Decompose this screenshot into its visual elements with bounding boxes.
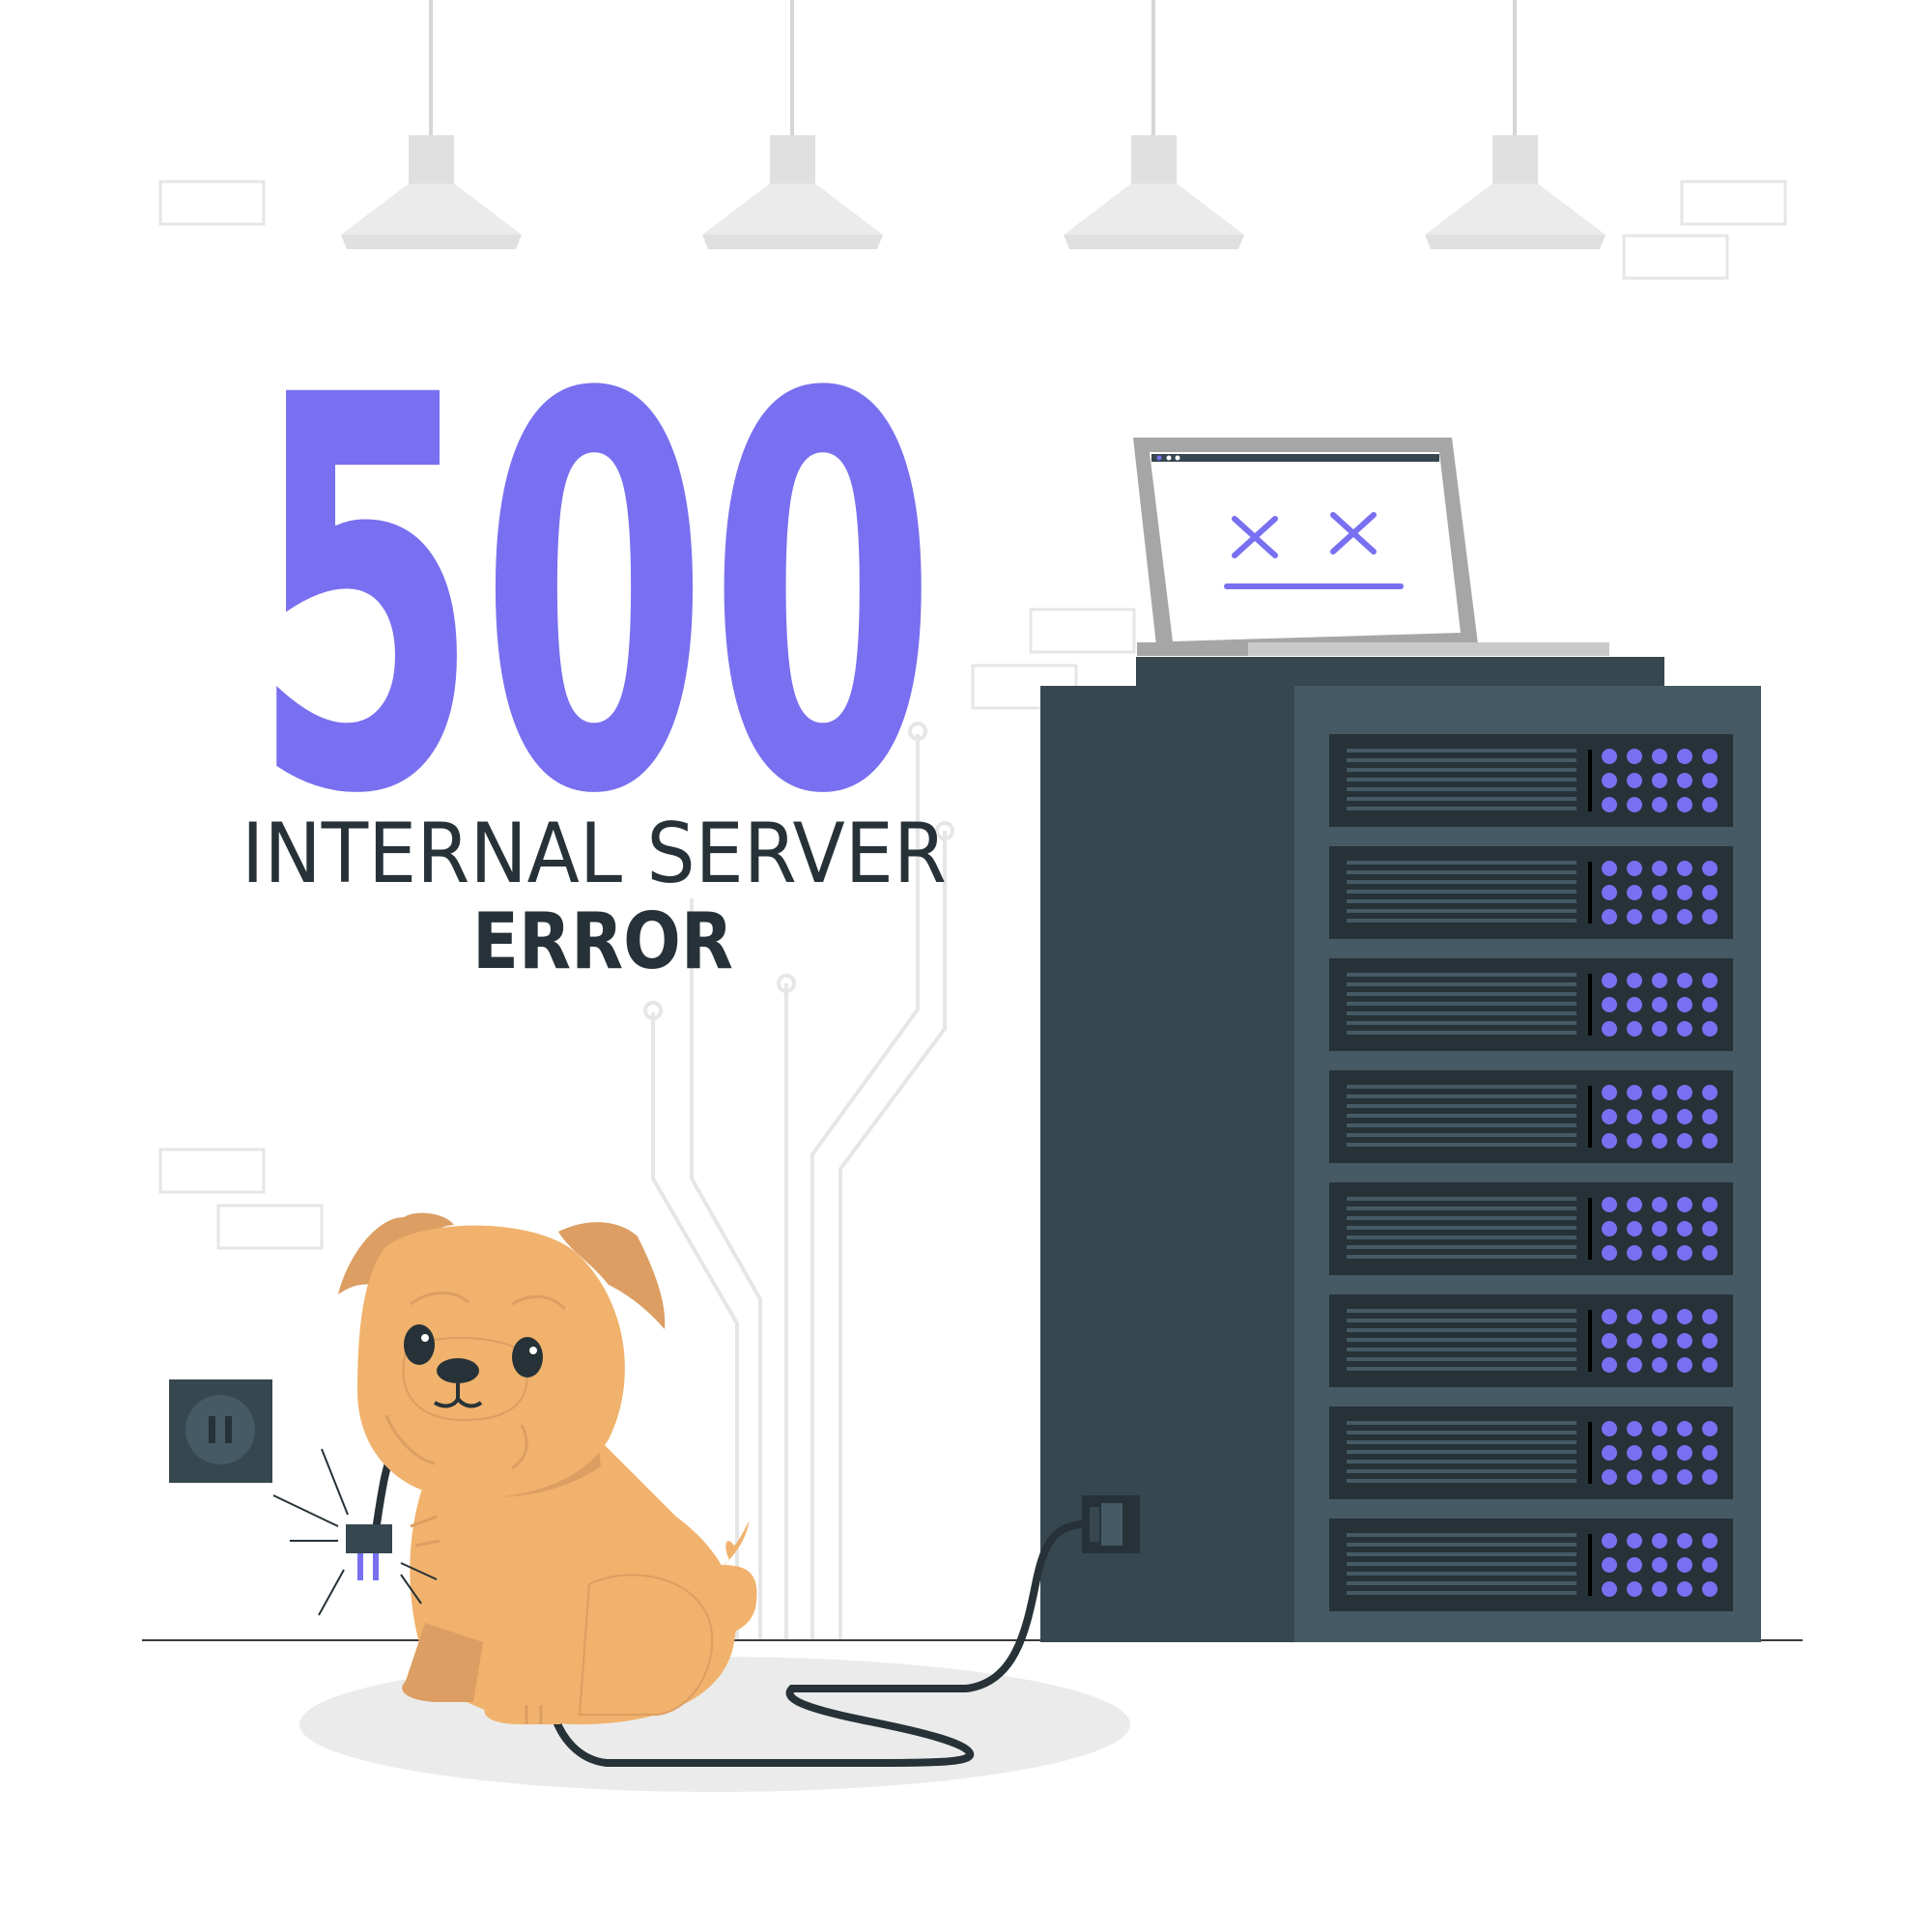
ceiling-lamp: [1064, 0, 1244, 249]
server-status-lights: [1602, 749, 1718, 812]
power-socket-icon: [169, 1379, 272, 1483]
server-unit: [1329, 1519, 1733, 1611]
error-code: 500: [251, 283, 937, 913]
server-status-lights: [1602, 973, 1718, 1037]
ceiling-lamps: [341, 0, 1605, 249]
ceiling-lamp: [702, 0, 883, 249]
server-unit: [1329, 1294, 1733, 1387]
server-vent: [1347, 1533, 1577, 1595]
server-unit: [1329, 1182, 1733, 1275]
unplugged-plug: [272, 1448, 438, 1616]
server-unit: [1329, 734, 1733, 827]
wall-bricks: [158, 180, 1787, 1250]
error-title-line2: ERROR: [472, 896, 733, 986]
server-rack: [1040, 657, 1761, 1642]
ceiling-lamp: [341, 0, 522, 249]
server-unit: [1329, 958, 1733, 1051]
server-status-lights: [1602, 1533, 1718, 1597]
server-vent: [1347, 1309, 1577, 1371]
server-unit: [1329, 846, 1733, 939]
server-status-lights: [1602, 1309, 1718, 1373]
server-unit: [1329, 1406, 1733, 1499]
server-status-lights: [1602, 1197, 1718, 1261]
laptop: [1133, 438, 1609, 656]
server-unit: [1329, 1070, 1733, 1163]
server-vent: [1347, 861, 1577, 923]
circuit-lines: [643, 722, 954, 1640]
error-face-icon: [1224, 512, 1404, 589]
dog-marks: [410, 1515, 440, 1548]
server-plug: [1082, 1495, 1140, 1553]
server-vent: [1347, 1421, 1577, 1483]
error-title-line1: INTERNAL SERVER: [242, 806, 947, 902]
server-vent: [1347, 973, 1577, 1035]
server-units: [1329, 734, 1733, 1611]
server-vent: [1347, 749, 1577, 810]
server-status-lights: [1602, 1421, 1718, 1485]
server-vent: [1347, 1197, 1577, 1259]
dog: [338, 1212, 757, 1724]
server-vent: [1347, 1085, 1577, 1147]
server-status-lights: [1602, 861, 1718, 924]
ceiling-lamp: [1425, 0, 1605, 249]
server-status-lights: [1602, 1085, 1718, 1149]
